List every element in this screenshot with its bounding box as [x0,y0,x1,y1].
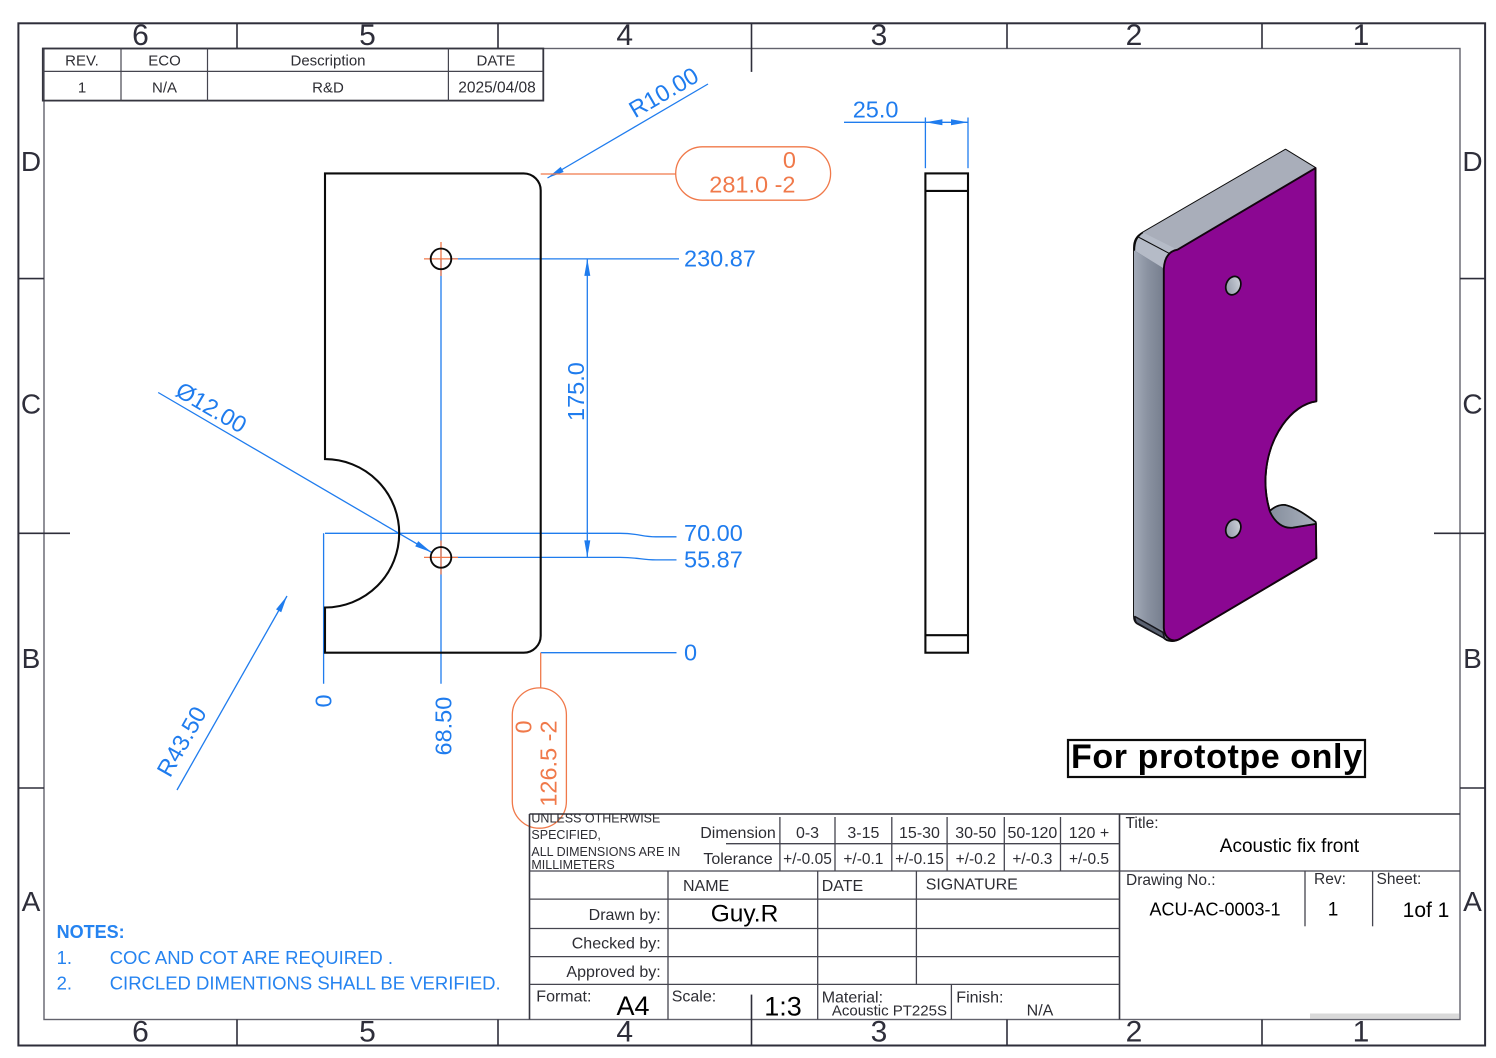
svg-text:C: C [1462,389,1482,420]
svg-text:ACU-AC-0003-1: ACU-AC-0003-1 [1149,900,1280,920]
svg-text:1of 1: 1of 1 [1403,899,1450,922]
svg-text:3: 3 [871,19,888,52]
svg-text:Drawn by:: Drawn by: [589,907,661,924]
svg-text:68.50: 68.50 [431,697,457,756]
svg-text:Description: Description [290,53,365,70]
svg-text:NAME: NAME [683,878,729,895]
svg-text:5: 5 [359,19,376,52]
svg-text:DATE: DATE [477,53,516,70]
svg-text:70.00: 70.00 [684,520,743,546]
svg-text:SIGNATURE: SIGNATURE [926,877,1018,894]
svg-text:Checked by:: Checked by: [572,936,661,953]
svg-text:1: 1 [78,80,86,97]
svg-text:126.5 -2: 126.5 -2 [536,720,562,806]
svg-text:Drawing No.:: Drawing No.: [1126,872,1216,889]
svg-text:Material:: Material: [822,990,883,1007]
svg-text:1.: 1. [57,947,72,968]
svg-text:A4: A4 [616,991,649,1021]
svg-text:Approved by:: Approved by: [566,964,660,981]
svg-text:0: 0 [311,694,337,707]
svg-text:30-50: 30-50 [955,825,996,842]
svg-text:Tolerance: Tolerance [703,851,772,868]
svg-text:0-3: 0-3 [796,825,819,842]
svg-text:+/-0.3: +/-0.3 [1012,851,1052,868]
svg-text:4: 4 [616,19,633,52]
svg-text:Rev:: Rev: [1314,871,1346,888]
svg-text:+/-0.1: +/-0.1 [843,851,883,868]
svg-text:NOTES:: NOTES: [57,922,125,942]
svg-text:55.87: 55.87 [684,547,743,573]
svg-text:Guy.R: Guy.R [711,901,779,928]
svg-text:D: D [1462,146,1482,177]
svg-text:ECO: ECO [148,53,181,70]
svg-text:R&D: R&D [312,80,344,97]
svg-text:2025/04/08: 2025/04/08 [458,80,536,97]
svg-text:1:3: 1:3 [764,992,802,1022]
svg-text:2: 2 [1126,1016,1143,1049]
svg-text:Finish:: Finish: [956,990,1003,1007]
svg-text:120 +: 120 + [1069,825,1109,842]
svg-text:SPECIFIED,: SPECIFIED, [531,828,600,842]
svg-text:REV.: REV. [65,53,99,70]
svg-text:C: C [21,389,41,420]
svg-text:A: A [1463,886,1482,917]
svg-text:ALL DIMENSIONS ARE IN: ALL DIMENSIONS ARE IN [531,845,680,859]
svg-text:2.: 2. [57,973,72,994]
svg-text:CIRCLED DIMENTIONS SHALL BE VE: CIRCLED DIMENTIONS SHALL BE VERIFIED. [110,973,501,994]
svg-text:6: 6 [132,19,149,52]
svg-text:B: B [22,643,41,674]
svg-text:+/-0.15: +/-0.15 [895,851,944,868]
svg-text:175.0: 175.0 [563,362,589,421]
svg-text:50-120: 50-120 [1007,825,1057,842]
svg-text:N/A: N/A [1027,1003,1054,1020]
svg-text:2: 2 [1126,19,1143,52]
svg-text:0: 0 [684,640,697,666]
svg-text:B: B [1463,643,1482,674]
svg-text:UNLESS OTHERWISE: UNLESS OTHERWISE [531,812,660,826]
svg-text:230.87: 230.87 [684,246,756,272]
svg-text:0: 0 [783,147,796,173]
svg-text:+/-0.05: +/-0.05 [783,851,832,868]
svg-text:Scale:: Scale: [672,989,716,1006]
svg-text:1: 1 [1353,1016,1370,1049]
svg-text:MILLIMETERS: MILLIMETERS [531,858,614,872]
svg-text:3: 3 [871,1016,888,1049]
svg-text:Acoustic PT225S: Acoustic PT225S [832,1003,947,1020]
svg-text:4: 4 [616,1016,633,1049]
svg-text:D: D [21,146,41,177]
svg-text:Format:: Format: [536,989,591,1006]
svg-text:6: 6 [132,1016,149,1049]
svg-text:15-30: 15-30 [899,825,940,842]
svg-text:Title:: Title: [1126,815,1159,832]
svg-text:+/-0.2: +/-0.2 [956,851,996,868]
svg-text:0: 0 [511,720,537,733]
svg-text:+/-0.5: +/-0.5 [1069,851,1109,868]
svg-text:25.0: 25.0 [853,97,899,123]
svg-text:3-15: 3-15 [847,825,879,842]
svg-text:N/A: N/A [152,80,177,97]
svg-text:Sheet:: Sheet: [1377,871,1422,888]
svg-text:281.0 -2: 281.0 -2 [709,172,795,198]
svg-text:Acoustic fix front: Acoustic fix front [1220,836,1360,857]
svg-text:1: 1 [1353,19,1370,52]
svg-text:A: A [22,886,41,917]
svg-text:DATE: DATE [822,878,863,895]
svg-text:5: 5 [359,1016,376,1049]
svg-text:Dimension: Dimension [700,825,776,842]
svg-text:For prototpe only: For prototpe only [1071,738,1362,776]
svg-text:1: 1 [1328,900,1339,921]
svg-text:COC AND COT ARE REQUIRED .: COC AND COT ARE REQUIRED . [110,947,393,968]
